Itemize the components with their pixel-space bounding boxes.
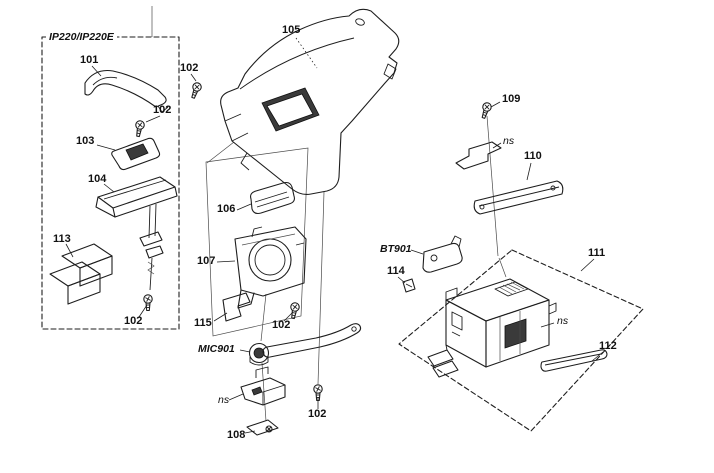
- part-112-strip: [540, 349, 608, 372]
- callout-102-a: 102: [180, 62, 199, 74]
- part-bt901-battery: [422, 235, 463, 273]
- callout-114: 114: [387, 265, 405, 277]
- callout-102-e: 102: [308, 408, 327, 420]
- callout-106: 106: [217, 203, 236, 215]
- part-107-frame-bracket: [234, 226, 307, 309]
- callout-108: 108: [227, 429, 246, 441]
- screw-102-a-icon: [188, 81, 203, 100]
- part-ns-strip: [455, 141, 502, 170]
- part-101-grip-strip: [84, 69, 169, 113]
- part-114-clip: [402, 278, 416, 293]
- callout-115: 115: [194, 317, 212, 329]
- variant-dashed-box: [41, 36, 180, 330]
- variant-label: IP220/IP220E: [46, 31, 117, 44]
- part-ns-mic-bracket: [240, 366, 286, 406]
- part-104-bracket: [95, 176, 178, 291]
- callout-104: 104: [88, 173, 107, 185]
- part-115-bent-strip: [222, 292, 251, 322]
- callout-103: 103: [76, 135, 95, 147]
- callout-101: 101: [80, 54, 99, 66]
- part-105-top-cover: [220, 8, 400, 195]
- part-106-pad: [250, 181, 295, 215]
- part-108-clip: [246, 419, 279, 436]
- battery-assembly-dashed-box: [398, 249, 644, 432]
- part-110-strap: [473, 180, 564, 215]
- part-103-plate: [111, 137, 161, 171]
- screw-102-b-icon: [133, 119, 146, 138]
- leader-lines: [65, 37, 604, 434]
- callout-ns-center: ns: [218, 394, 230, 406]
- callout-ns-battery: ns: [557, 315, 569, 327]
- screw-109-icon: [478, 101, 493, 120]
- callout-ns-right-upper: ns: [503, 135, 515, 147]
- callout-109: 109: [502, 93, 521, 105]
- callout-mic901: MIC901: [198, 343, 235, 355]
- callout-bt901: BT901: [380, 243, 412, 255]
- callout-111: 111: [588, 247, 606, 259]
- part-battery-compartment: [427, 278, 557, 378]
- callout-102-d: 102: [272, 319, 291, 331]
- callout-102-b: 102: [153, 104, 172, 116]
- callout-107: 107: [197, 255, 216, 267]
- callout-110: 110: [524, 150, 542, 162]
- part-mic901-microphone: [248, 323, 362, 366]
- callout-112: 112: [599, 340, 617, 352]
- callout-105: 105: [282, 24, 301, 36]
- callout-113: 113: [53, 233, 71, 245]
- part-113-angle-plates: [49, 243, 113, 305]
- callout-102-c: 102: [124, 315, 143, 327]
- projection-lines: [151, 6, 507, 422]
